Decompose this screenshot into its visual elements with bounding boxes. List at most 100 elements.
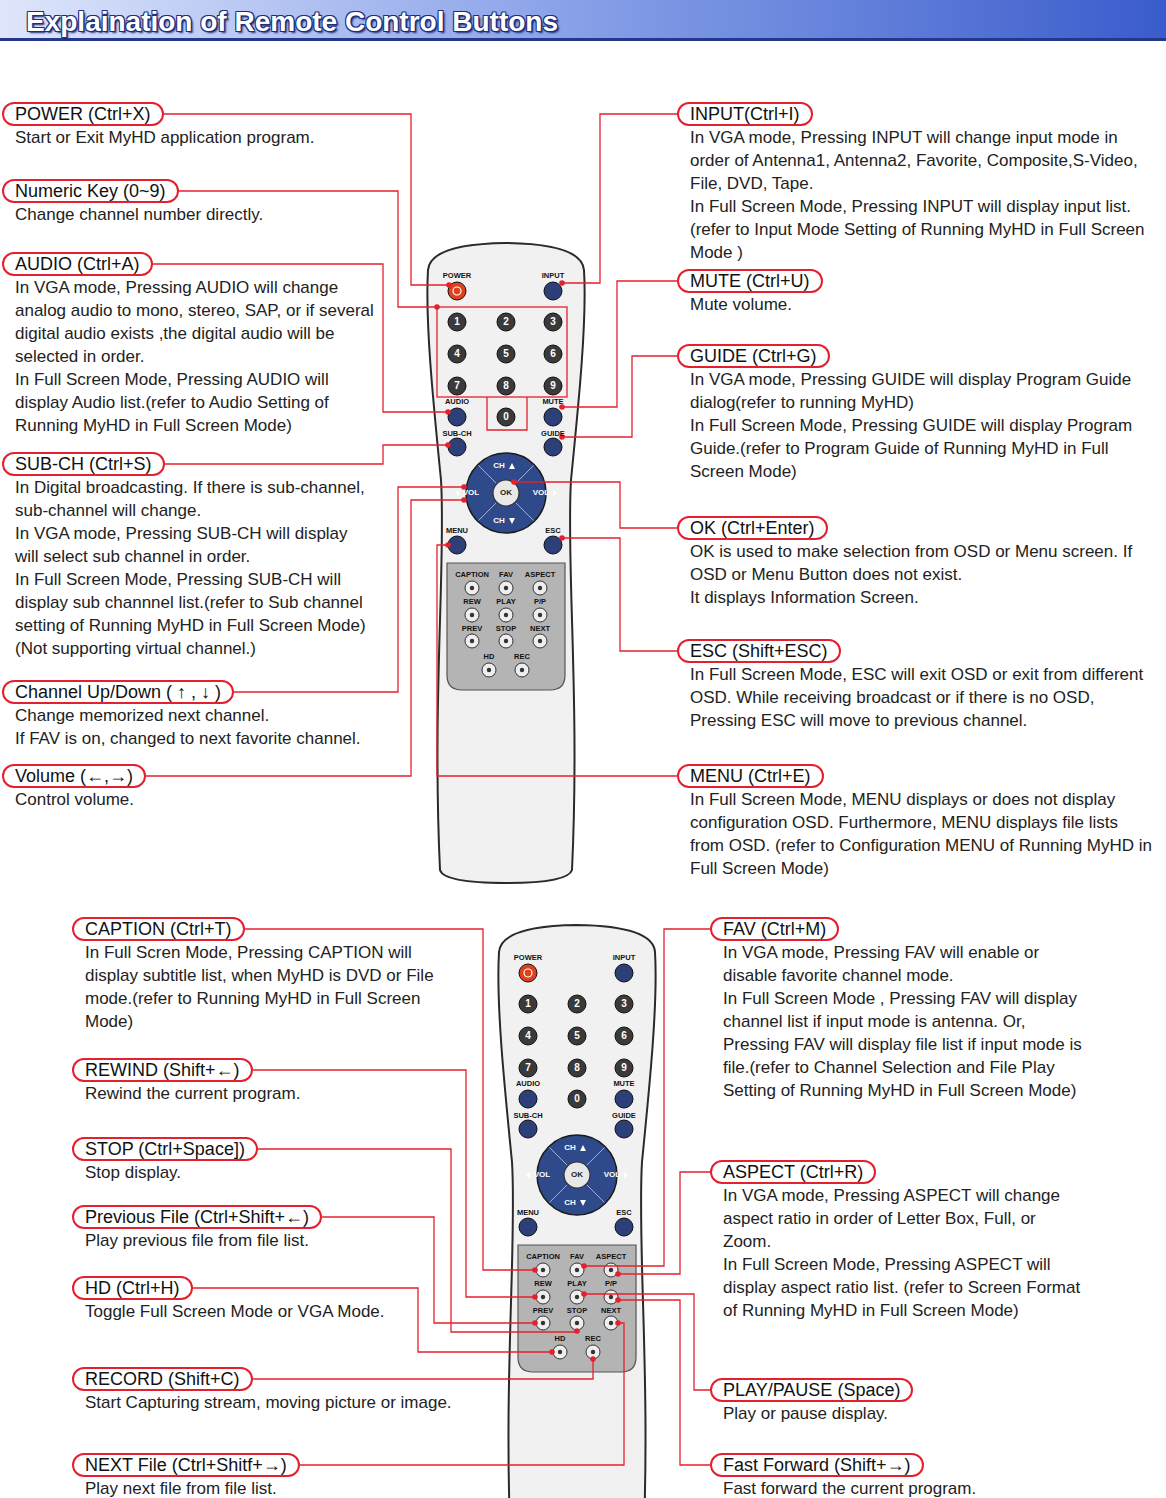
remote-body: [427, 243, 584, 883]
leader-dot: [532, 1294, 538, 1300]
callout-box: SUB-CH (Ctrl+S)In Digital broadcasting. …: [2, 452, 376, 660]
button-heading: Volume (←,→): [2, 764, 146, 788]
button-label: FAV: [499, 571, 513, 579]
leader-line: [618, 1172, 710, 1274]
button-description: Play or pause display.: [723, 1402, 1083, 1425]
button-description: Control volume.: [15, 788, 375, 811]
button-description: Change memorized next channel.: [15, 704, 375, 727]
button-description: Fast forward the current program.: [723, 1477, 1083, 1498]
leader-dot: [574, 1328, 580, 1334]
button-label: MUTE: [542, 398, 563, 406]
remote-control: [427, 243, 584, 883]
callout-box: FAV (Ctrl+M)In VGA mode, Pressing FAV wi…: [710, 917, 1084, 1102]
panel-button: [604, 1290, 618, 1304]
remote-button: [568, 1059, 586, 1077]
panel-button: [553, 1345, 567, 1359]
leader-dot: [559, 280, 565, 286]
remote-button: [519, 964, 537, 982]
button-symbol: [575, 1268, 579, 1272]
button-label: 3: [621, 999, 627, 1009]
callout-box: AUDIO (Ctrl+A)In VGA mode, Pressing AUDI…: [2, 252, 376, 437]
button-symbol: [591, 1350, 595, 1354]
button-description: In VGA mode, Pressing FAV will enable or…: [723, 941, 1083, 987]
numeric-bracket: [437, 307, 567, 397]
remote-button: [497, 408, 515, 426]
button-label: REC: [514, 653, 530, 661]
panel-button: [499, 581, 513, 595]
remote-button: [519, 1218, 537, 1236]
remote-button: [615, 1218, 633, 1236]
leader-line: [562, 114, 677, 283]
callout-box: ESC (Shift+ESC)In Full Screen Mode, ESC …: [677, 639, 1157, 732]
button-label: REW: [463, 598, 481, 606]
button-label: NEXT: [601, 1307, 621, 1315]
button-label: MENU: [446, 527, 468, 535]
button-label: OK: [500, 489, 512, 497]
button-heading: Previous File (Ctrl+Shift+←): [72, 1205, 322, 1229]
button-label: POWER: [514, 954, 542, 962]
button-description: Change channel number directly.: [15, 203, 375, 226]
remote-button: [448, 313, 466, 331]
button-description: Mute volume.: [690, 293, 1156, 316]
ok-button: [564, 1162, 590, 1188]
callout-box: INPUT(Ctrl+I)In VGA mode, Pressing INPUT…: [677, 102, 1157, 264]
leader-line: [618, 1300, 710, 1465]
leader-dot: [590, 1356, 596, 1362]
callout-box: NEXT File (Ctrl+Shitf+→)Play next file f…: [72, 1453, 456, 1498]
remote-button: [448, 345, 466, 363]
button-description: In VGA mode, Pressing INPUT will change …: [690, 126, 1156, 195]
leader-dot: [559, 535, 565, 541]
button-label: HD: [555, 1335, 566, 1343]
button-label: ASPECT: [596, 1253, 626, 1261]
panel-button: [465, 608, 479, 622]
page-title: Explaination of Remote Control Buttons: [26, 6, 558, 38]
button-label: 8: [574, 1063, 580, 1073]
callout-box: POWER (Ctrl+X)Start or Exit MyHD applica…: [2, 102, 376, 149]
button-label: CAPTION: [455, 571, 489, 579]
button-label: AUDIO: [516, 1080, 540, 1088]
button-symbol: [609, 1268, 613, 1272]
panel-button: [570, 1290, 584, 1304]
leader-dot: [581, 1263, 587, 1269]
button-heading: NEXT File (Ctrl+Shitf+→): [72, 1453, 300, 1477]
button-symbol: [538, 613, 542, 617]
remote-control: [498, 925, 655, 1498]
button-symbol: [541, 1268, 545, 1272]
callout-box: OK (Ctrl+Enter)OK is used to make select…: [677, 516, 1157, 609]
button-heading: AUDIO (Ctrl+A): [2, 252, 153, 276]
leader-dot: [511, 479, 517, 485]
button-symbol: [609, 1295, 613, 1299]
arrow-symbol: [526, 1172, 530, 1178]
leader-line: [562, 281, 677, 407]
button-label: REC: [585, 1335, 601, 1343]
button-label: VOL: [534, 1171, 550, 1179]
button-label: ESC: [616, 1209, 631, 1217]
button-description: OK is used to make selection from OSD or…: [690, 540, 1156, 586]
button-description: In VGA mode, Pressing AUDIO will change …: [15, 276, 375, 368]
button-symbol: [470, 586, 474, 590]
remote-button: [544, 345, 562, 363]
button-description: In VGA mode, Pressing SUB-CH will displa…: [15, 522, 375, 568]
button-label: 5: [503, 349, 509, 359]
remote-button: [544, 408, 562, 426]
leader-dot: [445, 442, 451, 448]
button-heading: REWIND (Shift+←): [72, 1058, 253, 1082]
button-label: 2: [574, 999, 580, 1009]
panel-button: [533, 581, 547, 595]
remote-button: [519, 1090, 537, 1108]
button-description: In Full Scren Mode, Pressing CAPTION wil…: [85, 941, 455, 1033]
button-label: GUIDE: [541, 430, 565, 438]
button-heading: Numeric Key (0~9): [2, 179, 179, 203]
leader-line: [562, 538, 677, 651]
callout-box: PLAY/PAUSE (Space)Play or pause display.: [710, 1378, 1084, 1425]
remote-button: [544, 377, 562, 395]
button-label: 3: [550, 317, 556, 327]
button-description: In Full Screen Mode, MENU displays or do…: [690, 788, 1156, 880]
button-symbol: [538, 586, 542, 590]
button-label: 4: [525, 1031, 531, 1041]
button-label: ASPECT: [525, 571, 555, 579]
button-symbol: [487, 668, 491, 672]
button-description: Toggle Full Screen Mode or VGA Mode.: [85, 1300, 455, 1323]
button-heading: INPUT(Ctrl+I): [677, 102, 813, 126]
button-symbol: [520, 668, 524, 672]
